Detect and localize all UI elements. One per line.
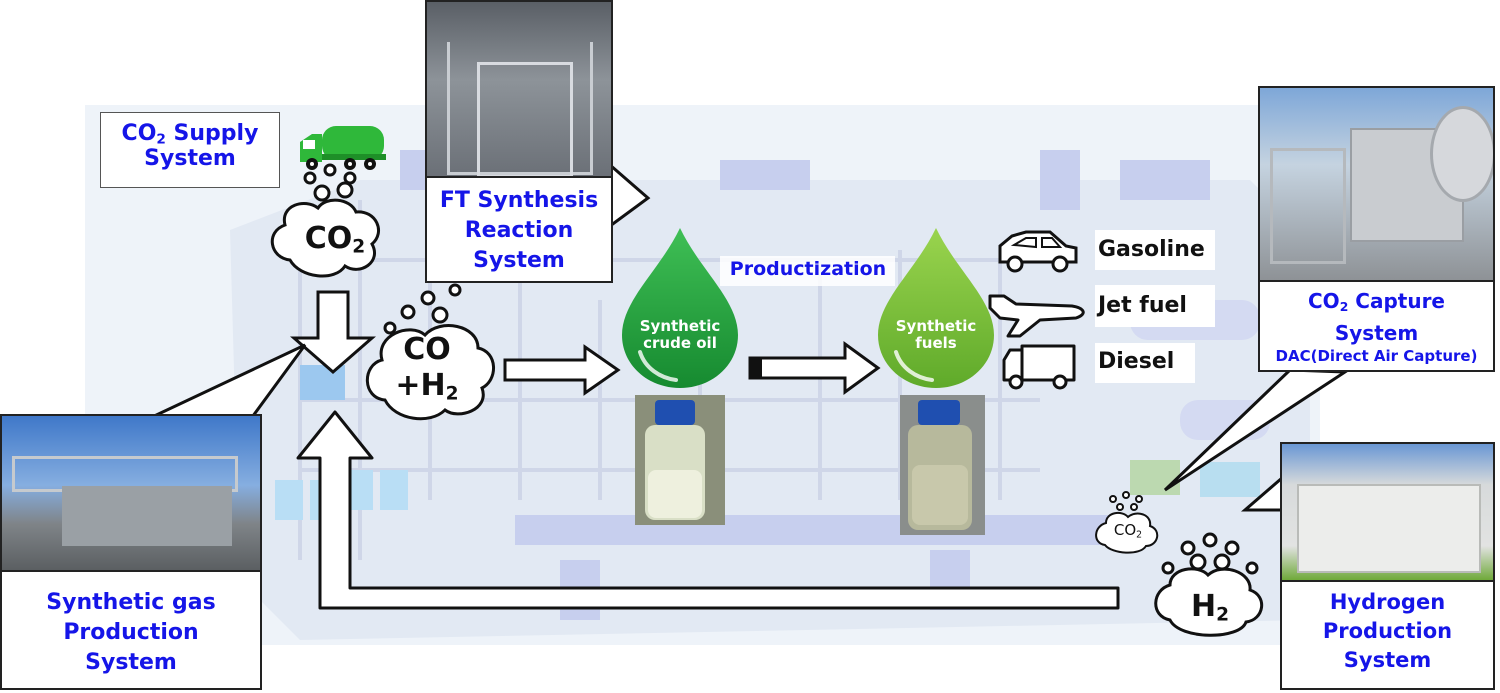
cloud-h2-text: H2	[1190, 589, 1230, 626]
productization-label: Productization	[729, 258, 887, 280]
ft-synthesis-label-box	[425, 176, 613, 283]
ft-synthesis-label: FT Synthesis Reaction System	[439, 188, 599, 273]
cloud-co2-text: CO2	[304, 221, 366, 258]
cloud-co2	[270, 163, 380, 278]
car-icon	[998, 230, 1078, 273]
hydrogen-photo	[1280, 442, 1495, 582]
dac-label: CO2 Capture System DAC(Direct Air Captur…	[1275, 289, 1478, 366]
dac-label-box	[1258, 280, 1495, 372]
crude-oil-bottle-photo	[635, 395, 725, 525]
cloud-h2	[1154, 532, 1263, 637]
tanker-truck-icon	[300, 126, 386, 170]
dac-photo	[1258, 86, 1495, 282]
fuel-jet-label: Jet fuel	[1098, 293, 1187, 318]
airplane-icon	[988, 294, 1085, 338]
drop-synthetic-fuels	[878, 228, 994, 388]
co2-supply-label: CO2 Supply System	[121, 121, 259, 172]
down-arrow	[289, 290, 377, 374]
cloud-co2-small	[1095, 491, 1159, 554]
hydrogen-label-box	[1280, 580, 1495, 690]
ft-synthesis-photo	[425, 0, 613, 178]
cloud-co-h2	[365, 283, 495, 421]
return-arrow	[296, 410, 1120, 610]
syngas-label-box	[0, 570, 262, 690]
fuels-bottle-photo	[900, 395, 985, 535]
arrow-productization	[748, 341, 881, 395]
fuel-diesel-label: Diesel	[1098, 349, 1175, 374]
cloud-co2-small-text: CO2	[1113, 521, 1143, 541]
co2-supply-label-box	[100, 112, 280, 188]
truck-icon	[1002, 344, 1076, 390]
syngas-photo	[0, 414, 262, 572]
cloud-co-h2-text: CO +H2	[395, 332, 459, 405]
arrow-to-crude	[503, 344, 621, 396]
fuel-gasoline-label: Gasoline	[1098, 237, 1205, 262]
drop-crude-oil	[622, 228, 738, 388]
